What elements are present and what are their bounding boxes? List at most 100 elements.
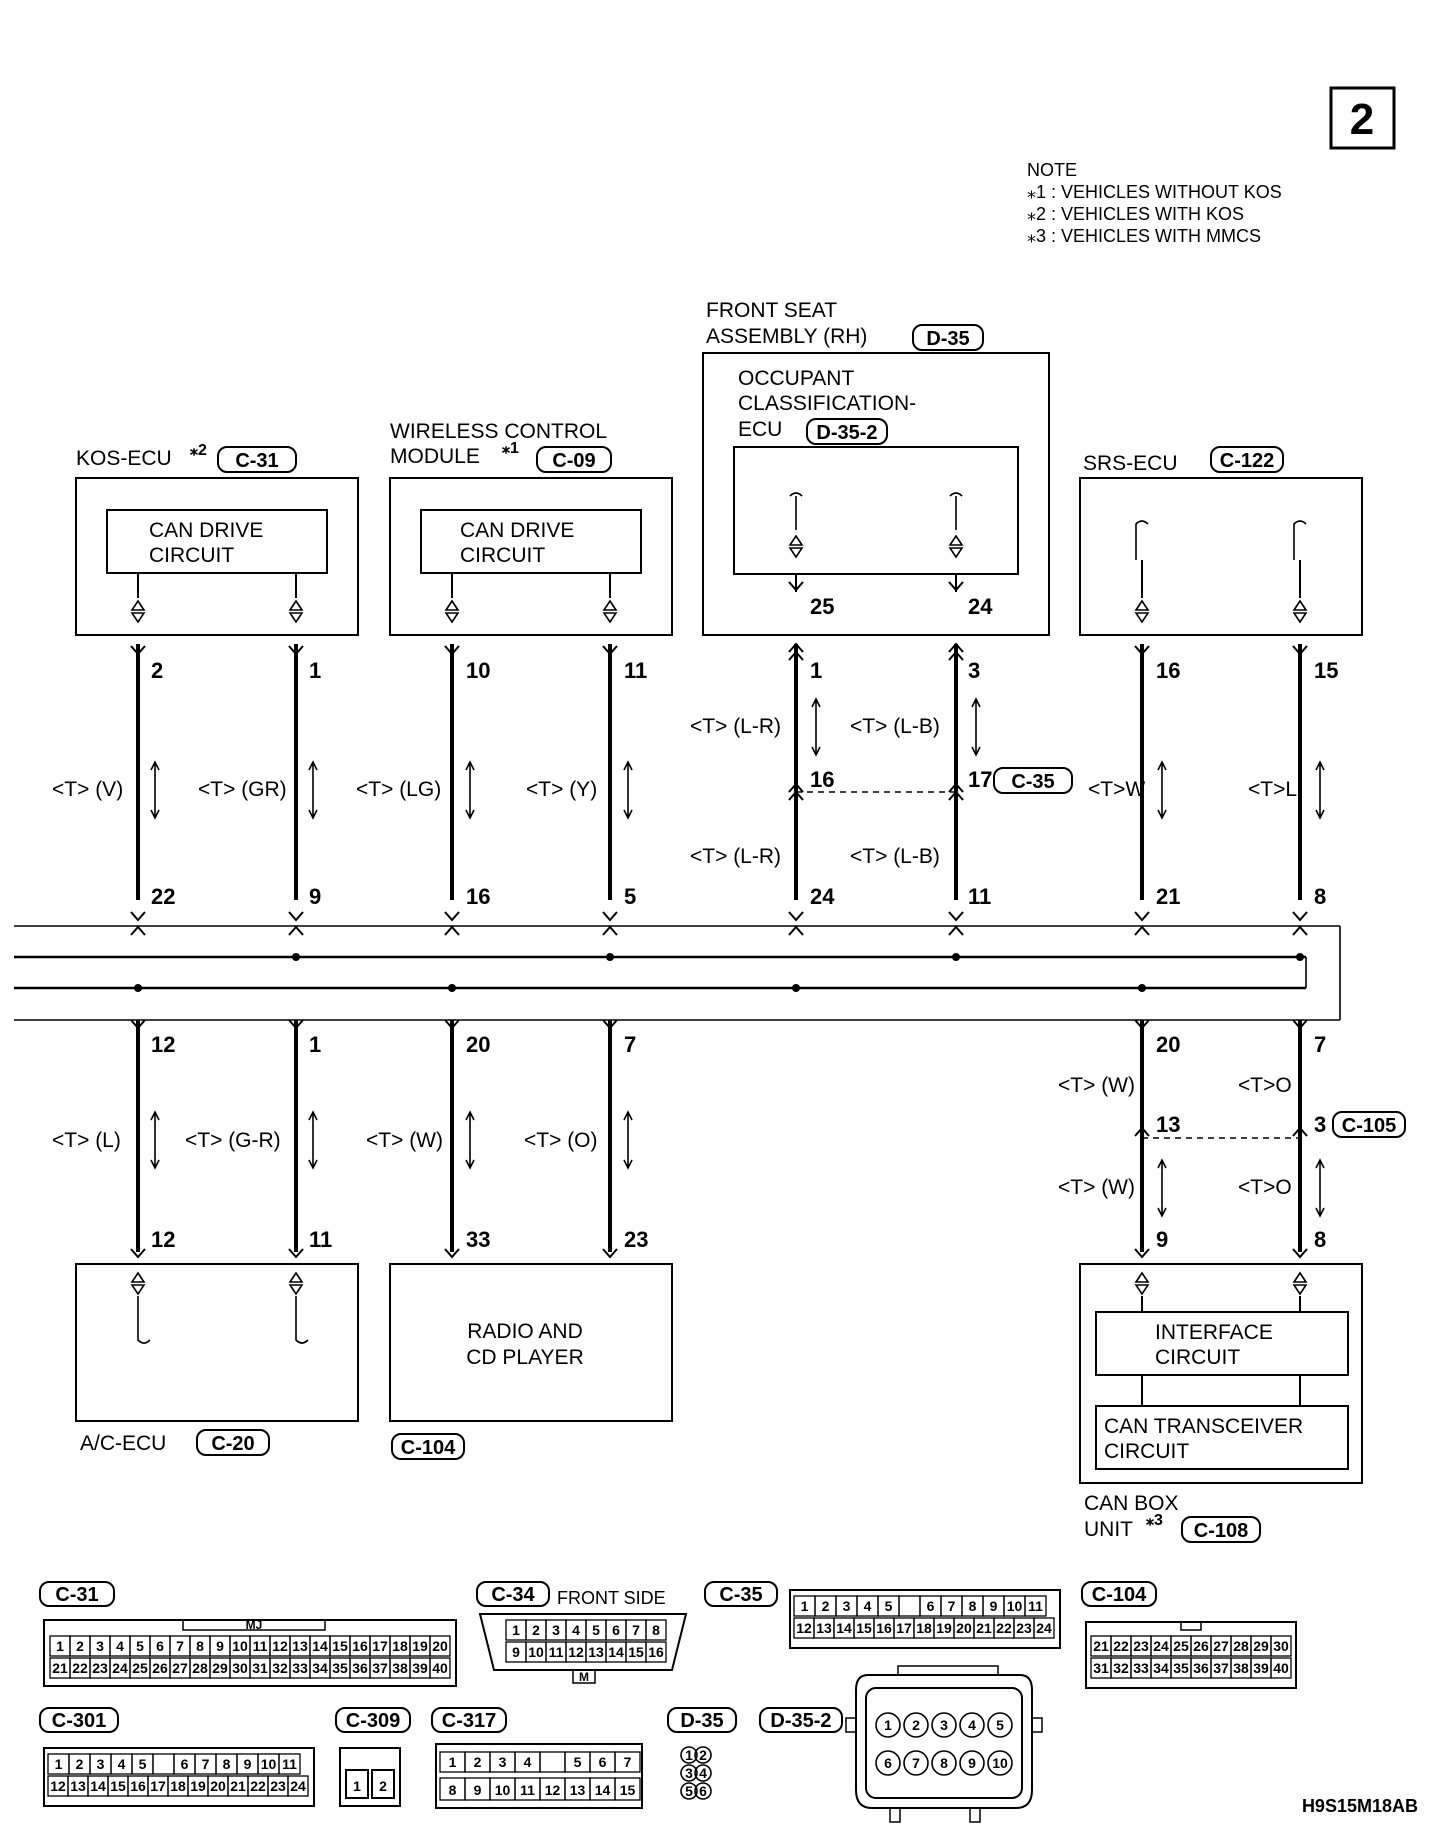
- seat-ecu-line3: ECU: [738, 418, 782, 441]
- d35-pin: 3: [685, 1765, 693, 1781]
- c301-pin: 6: [181, 1756, 189, 1772]
- c34-pin: 9: [512, 1644, 520, 1660]
- c104-pin: 38: [1233, 1660, 1249, 1676]
- kos-ecu-name: KOS-ECU: [76, 447, 172, 470]
- seat-lower-color-b: <T> (L-B): [850, 845, 940, 868]
- c31-pin: 12: [272, 1638, 288, 1654]
- kos-wire-color-a: <T> (V): [52, 778, 123, 801]
- lower-pin-labels: 12 1 20 7 20 7 13 3 C-105 12 11 33 23 9 …: [151, 1032, 1406, 1252]
- c301-pin: 2: [76, 1756, 84, 1772]
- c301-pin: 23: [270, 1778, 286, 1794]
- c35-pin: 2: [822, 1598, 830, 1614]
- srs-bus-pin-b: 8: [1314, 884, 1326, 909]
- c31-pin: 28: [192, 1660, 208, 1676]
- c34-pin: 16: [648, 1644, 664, 1660]
- wcm-bus-pin-b: 5: [624, 884, 636, 909]
- c31-pin: 34: [312, 1660, 328, 1676]
- c31-pin: 27: [172, 1660, 188, 1676]
- seat-top-pin-b: 3: [968, 658, 980, 683]
- c34-pin: 14: [608, 1644, 624, 1660]
- c35-pin: 12: [796, 1620, 812, 1636]
- c317-pin: 13: [570, 1782, 586, 1798]
- c31-pin: 33: [292, 1660, 308, 1676]
- d352-cell: [931, 1712, 957, 1738]
- can-box-unit: INTERFACE CIRCUIT CAN TRANSCEIVER CIRCUI…: [1079, 1263, 1363, 1543]
- ac-bus-pin-a: 12: [151, 1032, 175, 1057]
- d35-cell: [680, 1782, 698, 1800]
- seat-ecu-line2: CLASSIFICATION-: [738, 392, 916, 415]
- seat-bus-pin-b: 11: [968, 884, 991, 909]
- front-seat-assembly: FRONT SEAT ASSEMBLY (RH) D-35 OCCUPANT C…: [702, 299, 1050, 636]
- c31-pin: 36: [352, 1660, 368, 1676]
- c35-pin: 6: [927, 1598, 935, 1614]
- seat-lower-color-a: <T> (L-R): [690, 845, 781, 868]
- d35-cell: [694, 1746, 712, 1764]
- c301-cell: [278, 1753, 301, 1775]
- c309-pin-1: 1: [353, 1778, 361, 1794]
- radio-connector: C-104: [401, 1437, 456, 1459]
- c104-pin: 21: [1093, 1638, 1109, 1654]
- c35-pin: 20: [956, 1620, 972, 1636]
- c31-pin: 16: [352, 1638, 368, 1654]
- c35-pin: 14: [836, 1620, 852, 1636]
- c35-pin: 21: [976, 1620, 992, 1636]
- d352-pin: 5: [996, 1717, 1004, 1733]
- seat-top-pin-a: 1: [810, 658, 822, 683]
- c34-cell: [645, 1641, 667, 1663]
- c301-pin: 11: [282, 1756, 297, 1772]
- upper-wire-colors: <T> (V) <T> (GR) <T> (LG) <T> (Y) <T> (L…: [52, 698, 1325, 868]
- srs-pin-b: 15: [1314, 658, 1338, 683]
- c35-cell: [1024, 1595, 1047, 1617]
- c301-pin: 8: [223, 1756, 231, 1772]
- c104-pin: 29: [1253, 1638, 1269, 1654]
- c31-pin: 19: [412, 1638, 428, 1654]
- d352-pin: 7: [912, 1755, 920, 1771]
- c35-pin: 23: [1016, 1620, 1032, 1636]
- c104-pin: 35: [1173, 1660, 1189, 1676]
- c34-pin: 11: [549, 1644, 564, 1660]
- c31-pin: 31: [252, 1660, 268, 1676]
- c31-pin: 24: [112, 1660, 128, 1676]
- c317-label: C-317: [442, 1710, 496, 1732]
- c104-pin: 37: [1213, 1660, 1229, 1676]
- c34-side: FRONT SIDE: [557, 1588, 666, 1608]
- canbox-name-line2: UNIT: [1084, 1518, 1133, 1541]
- c35-cell: [1033, 1617, 1055, 1639]
- seat-name-line1: FRONT SEAT: [706, 299, 837, 322]
- c35-label: C-35: [719, 1584, 762, 1606]
- d35-pin: 6: [699, 1783, 707, 1799]
- c31-pin: 26: [152, 1660, 168, 1676]
- c104-pin: 39: [1253, 1660, 1269, 1676]
- wcm-circuit-line1: CAN DRIVE: [460, 519, 574, 542]
- c301-pin: 16: [130, 1778, 146, 1794]
- canbox-pin-b: 8: [1314, 1227, 1326, 1252]
- canbox-mid-pin-a: 13: [1156, 1112, 1180, 1137]
- wcm-pin-a: 10: [466, 658, 490, 683]
- d35-cell: [694, 1764, 712, 1782]
- c31-pin: 3: [96, 1638, 104, 1654]
- ac-bus-pin-b: 1: [309, 1032, 321, 1057]
- note-line-2: ⁎2 : VEHICLES WITH KOS: [1027, 204, 1244, 224]
- c34-pin: 6: [612, 1622, 620, 1638]
- c317-pin: 5: [574, 1754, 582, 1770]
- c104-pin: 24: [1153, 1638, 1169, 1654]
- d352-cell: [875, 1750, 901, 1776]
- upper-chevrons: [130, 642, 1308, 801]
- c31-pin: 4: [116, 1638, 124, 1654]
- c34-pin: 12: [568, 1644, 584, 1660]
- d35-pin: 1: [685, 1747, 693, 1763]
- radio-cd-player: RADIO AND CD PLAYER C-104: [389, 1263, 673, 1460]
- c309-label: C-309: [346, 1710, 400, 1732]
- c31-cell: [429, 1635, 451, 1657]
- d352-pin: 9: [968, 1755, 976, 1771]
- c31-pin: 21: [52, 1660, 68, 1676]
- c301-pin: 4: [118, 1756, 126, 1772]
- c35-pin: 22: [996, 1620, 1012, 1636]
